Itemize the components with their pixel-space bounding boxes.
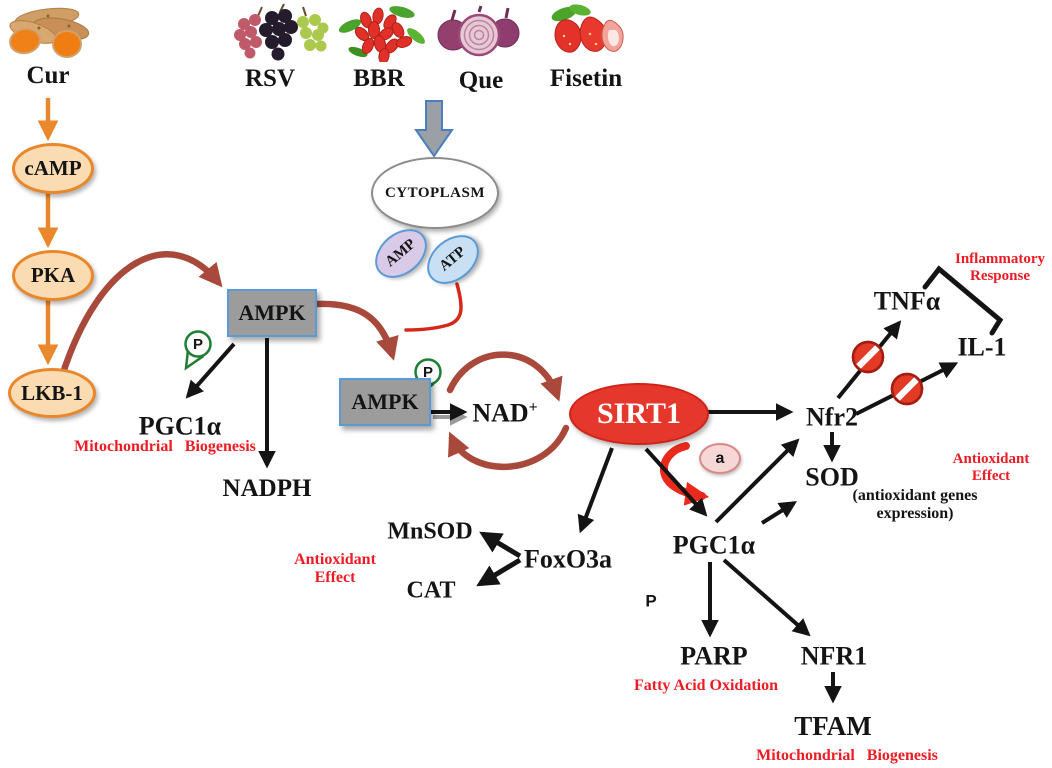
arrow-foxo3a-to-cat [476,557,522,587]
phospho-label: P [193,336,203,353]
node-sod: SOD [805,462,859,492]
node-camp: cAMP [12,143,94,194]
compound-label-fisetin: Fisetin [549,65,623,92]
compound-label-rsv: RSV [244,65,296,92]
node-foxo3a: FoxO3a [523,544,613,574]
grapes-icon [234,3,329,61]
compound-label-bbr: BBR [353,65,405,92]
node-ampk: AMPK [227,289,317,337]
acetyl-badge-icon: a [699,443,741,474]
arrow-pgc1a-to-sod [760,501,797,525]
nad-text: NAD [472,398,529,428]
node-cytoplasm: CYTOPLASM [371,157,499,229]
node-nfr2: Nfr2 [806,402,858,432]
inhibition-icon [851,340,885,374]
annotation-mitochondrial-biogenesis-left: Mitochondrial Biogenesis [74,438,256,456]
line-atp-to-ampk [404,282,463,332]
node-tnfa: TNFα [873,286,941,316]
node-nfr1: NFR1 [800,641,868,671]
arrow-ampk-to-ampk-p [312,300,399,361]
node-mnsod: MnSOD [387,518,473,545]
annotation-antioxidant-effect-left: Antioxidant Effect [294,551,376,586]
arrow-ampk-to-pgc1a [185,342,236,399]
arrow-pgc1a-to-nfr1 [722,558,811,637]
node-pka: PKA [12,250,94,301]
node-parp: PARP [680,641,748,671]
node-amp: AMP [365,219,437,288]
arrow-foxo3a-to-mnsod [479,531,522,559]
inhibition-icon [890,372,924,406]
node-nad: NAD+ [472,398,537,427]
node-sirt1: SIRT1 [569,383,709,445]
node-nadph: NADPH [222,475,312,502]
node-sod-note: (antioxidant genes expression) [852,487,982,522]
arrow-sirt1-deacetylation [659,442,710,506]
cytoplasm-entry-arrow-icon [414,100,454,158]
arrow-sirt1-to-pgc1a [644,447,708,517]
onion-icon [437,5,520,57]
strawberry-icon [551,4,624,53]
compound-label-cur: Cur [26,62,70,89]
annotation-antioxidant-effect-right: Antioxidant Effect [952,451,1030,484]
arrow-sirt1-to-foxo3a [577,447,614,534]
arrow-nfr2-to-tnfa [836,320,902,400]
arrow-cycle-to-nad [448,424,570,470]
annotation-inflammatory-response: Inflammatory Response [955,251,1045,284]
node-lkb1: LKB-1 [8,368,96,418]
node-il1: IL-1 [957,332,1007,362]
node-ampk-phosphorylated: AMPK [339,378,431,426]
compound-label-que: Que [458,67,504,94]
barberry-icon [338,6,425,62]
node-atp: ATP [417,225,489,294]
arrow-cycle-to-sirt1 [446,351,563,402]
node-pgc1a-right: PGC1α [672,530,756,560]
node-cat: CAT [406,577,456,604]
node-tfam: TFAM [794,710,872,741]
turmeric-icon [9,7,90,58]
arrow-nfr2-to-il1 [855,362,959,416]
node-pgc1a-left: PGC1α [138,411,222,441]
nad-superscript: + [528,398,538,416]
annotation-mitochondrial-biogenesis-bottom: Mitochondrial Biogenesis [756,747,938,765]
phospho-label-standalone: P [645,591,657,611]
annotation-fatty-acid-oxidation: Fatty Acid Oxidation [633,677,779,695]
phospho-badge-icon: P [184,330,212,371]
